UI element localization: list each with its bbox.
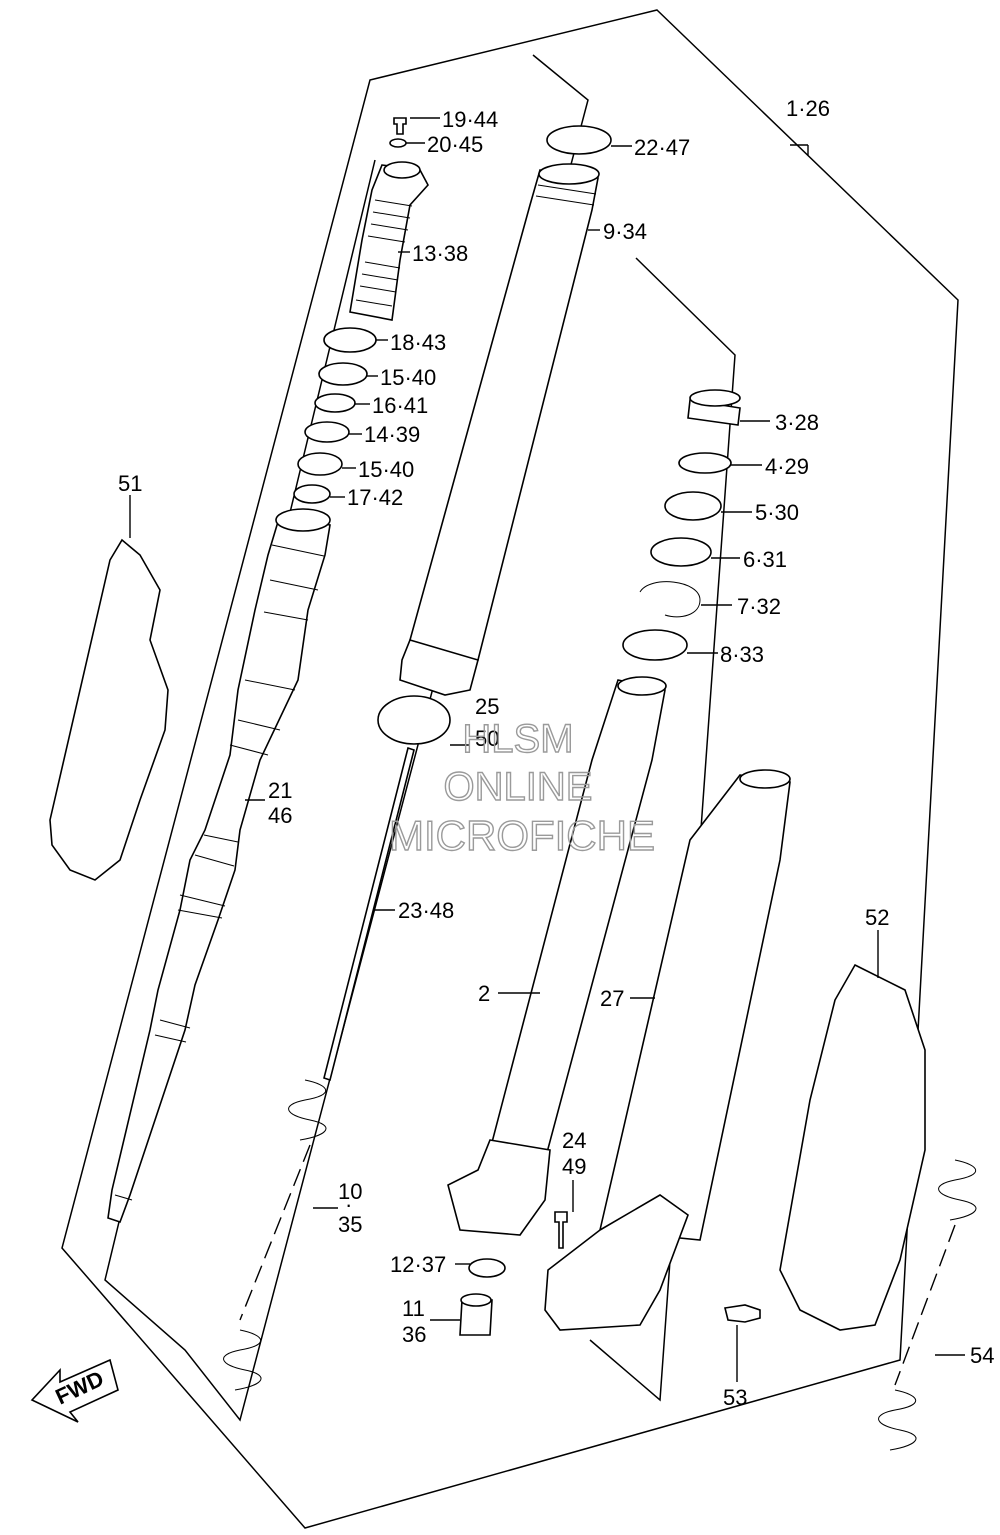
label-36: 36 — [402, 1322, 426, 1347]
label-1-26: 1·26 — [786, 96, 830, 121]
label-15-40-lower: 15·40 — [358, 457, 414, 482]
axle-bracket-27 — [544, 1194, 689, 1331]
label-27: 27 — [600, 986, 624, 1011]
label-23-48: 23·48 — [398, 898, 454, 923]
label-54: 54 — [970, 1343, 994, 1368]
label-53: 53 — [723, 1385, 747, 1410]
outer-tube-parts — [323, 125, 612, 1082]
label-8-33: 8·33 — [720, 642, 764, 667]
axle-bracket-2 — [447, 1139, 551, 1236]
label-49: 49 — [562, 1154, 586, 1179]
label-24: 24 — [562, 1128, 586, 1153]
label-50: 50 — [475, 726, 499, 751]
label-15-40-upper: 15·40 — [380, 365, 436, 390]
springs — [223, 1079, 977, 1451]
label-10-dot: · — [345, 1192, 352, 1217]
label-22-47: 22·47 — [634, 135, 690, 160]
watermark-line-2: ONLINE — [444, 765, 593, 809]
seal-parts — [622, 389, 741, 661]
fork-guard-51 — [49, 538, 169, 881]
label-11: 11 — [402, 1296, 425, 1321]
label-14-39: 14·39 — [364, 422, 420, 447]
fwd-arrow-icon: FWD — [30, 1358, 119, 1423]
label-5-30: 5·30 — [755, 500, 799, 525]
label-19-44: 19·44 — [442, 107, 498, 132]
leader-lines — [129, 117, 965, 1382]
label-4-29: 4·29 — [765, 454, 809, 479]
label-16-41: 16·41 — [372, 393, 428, 418]
label-3-28: 3·28 — [775, 410, 819, 435]
label-17-42: 17·42 — [347, 485, 403, 510]
label-6-31: 6·31 — [743, 547, 787, 572]
label-9-34: 9·34 — [603, 219, 647, 244]
label-7-32: 7·32 — [737, 594, 781, 619]
label-12-37: 12·37 — [390, 1252, 446, 1277]
label-46: 46 — [268, 803, 292, 828]
label-25: 25 — [475, 694, 499, 719]
label-10: 10 — [338, 1179, 362, 1204]
watermark-line-3: MICROFICHE — [389, 812, 655, 859]
inner-tube-27 — [599, 774, 791, 1241]
assembly-outline — [61, 9, 959, 1529]
label-35: 35 — [338, 1212, 362, 1237]
label-18-43: 18·43 — [390, 330, 446, 355]
fork-guard-52 — [779, 963, 926, 1331]
label-51: 51 — [118, 471, 142, 496]
label-2: 2 — [478, 981, 490, 1006]
cartridge-parts — [107, 117, 429, 1224]
label-52: 52 — [865, 905, 889, 930]
callout-labels: 1·26 19·44 20·45 22·47 9·34 13·38 18·43 … — [118, 96, 994, 1410]
label-20-45: 20·45 — [427, 132, 483, 157]
watermark-line-1: HLSM — [462, 717, 573, 761]
watermark: HLSM ONLINE MICROFICHE — [388, 716, 655, 859]
label-21: 21 — [268, 778, 292, 803]
label-13-38: 13·38 — [412, 241, 468, 266]
